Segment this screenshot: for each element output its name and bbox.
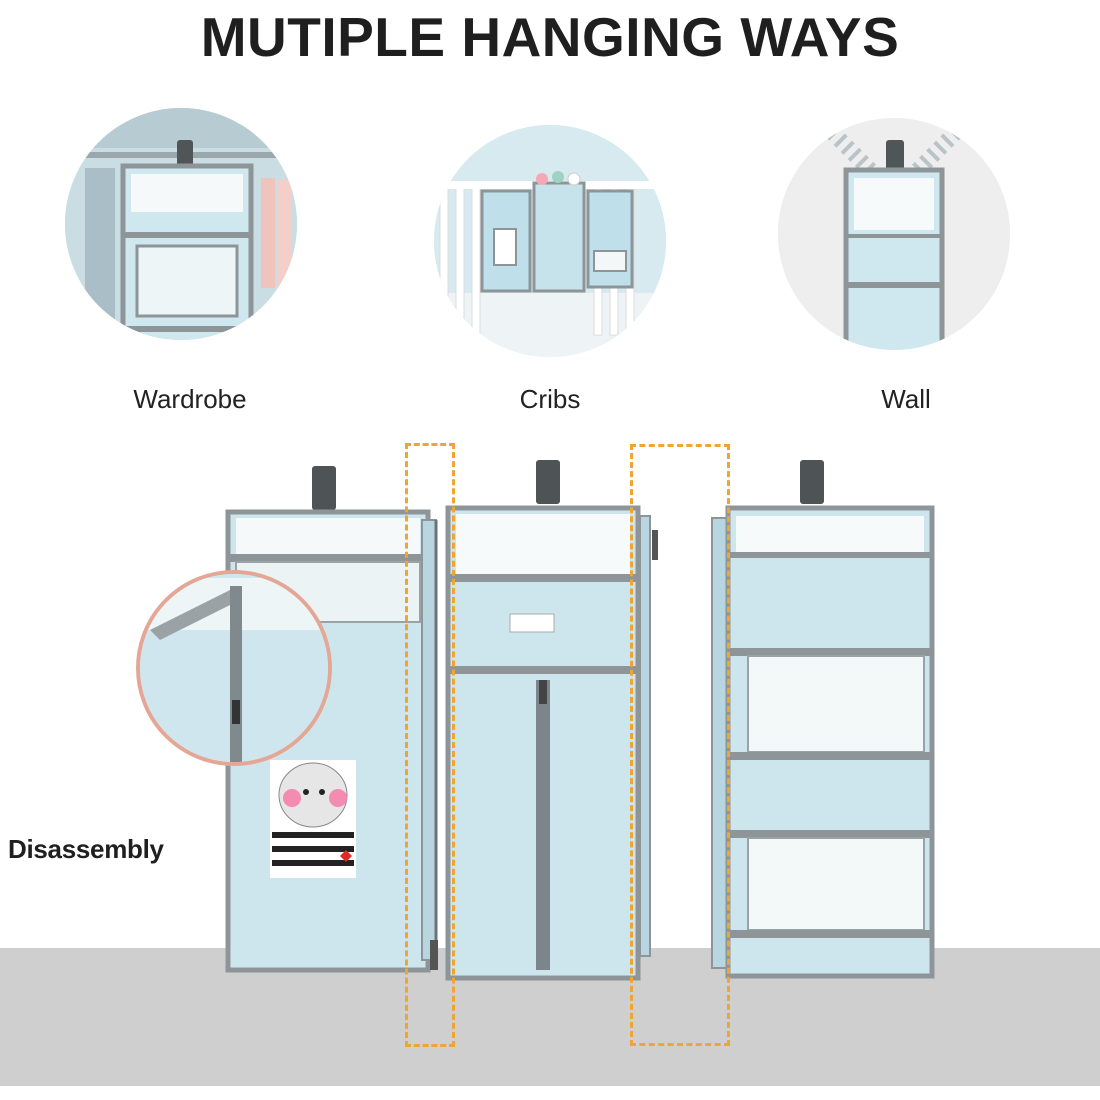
- right-organizer-unit: [711, 460, 935, 979]
- right-gap-indicator: [630, 444, 730, 1046]
- cribs-photo: [434, 125, 666, 357]
- wall-caption: Wall: [881, 384, 931, 414]
- middle-organizer-unit: [445, 460, 658, 981]
- page-title: MUTIPLE HANGING WAYS: [200, 6, 900, 68]
- cribs-caption: Cribs: [519, 384, 581, 414]
- crib-hanging-photo-icon: [434, 125, 666, 357]
- wall-photo: [778, 118, 1010, 350]
- disassembly-label: Disassembly: [8, 834, 164, 864]
- wardrobe-caption: Wardrobe: [133, 384, 247, 414]
- left-organizer-unit: [225, 466, 438, 973]
- wall-hanging-photo-icon: [778, 118, 1010, 350]
- left-gap-indicator: [405, 443, 455, 1047]
- zoom-detail-circle: [136, 570, 332, 766]
